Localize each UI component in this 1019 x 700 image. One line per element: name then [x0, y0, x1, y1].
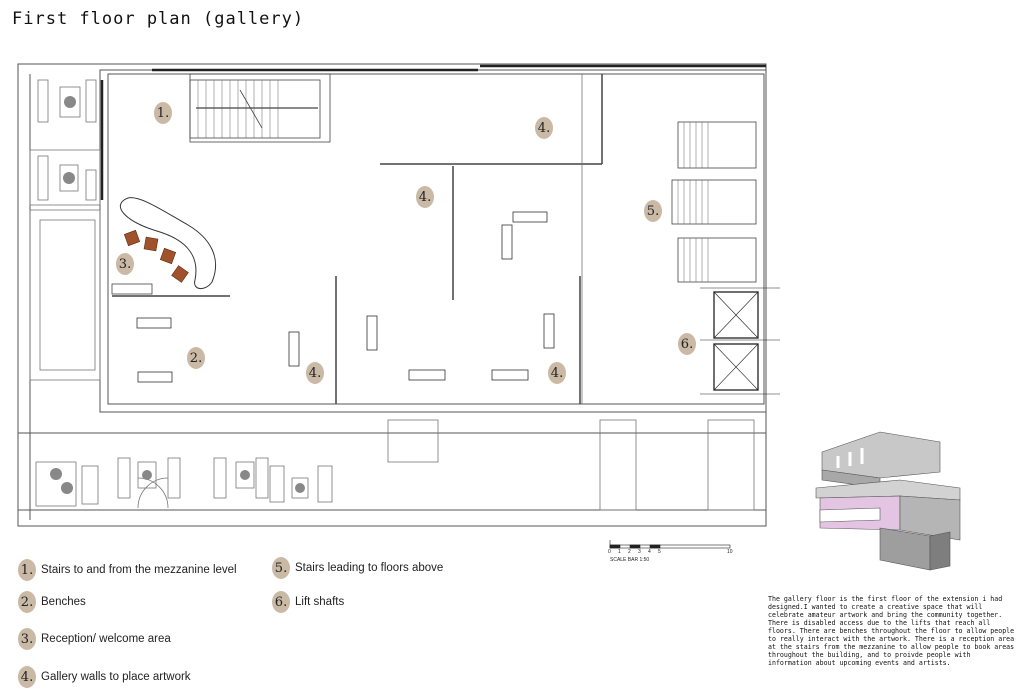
legend-item-3: 3. Reception/ welcome area: [18, 628, 171, 650]
scale-bar-label: SCALE BAR 1:50: [610, 557, 650, 563]
plan-marker-4b: 4.: [416, 186, 439, 208]
window-walls: [100, 64, 766, 200]
scale-tick-10: 10: [727, 549, 733, 555]
scale-tick-1: 1: [618, 549, 621, 555]
stair-mezzanine: [189, 73, 331, 143]
reception-desk: [120, 197, 217, 289]
building-3d-model: [815, 431, 961, 571]
description-text: The gallery floor is the first floor of …: [768, 595, 1015, 667]
lift-shafts: [700, 287, 780, 395]
scale-tick-0: 0: [608, 549, 611, 555]
legend-item-5: 5. Stairs leading to floors above: [272, 557, 443, 579]
plan-marker-1: 1.: [154, 102, 177, 124]
scale-tick-2: 2: [628, 549, 631, 555]
plan-marker-4c: 4.: [306, 362, 329, 384]
benches: [136, 211, 555, 383]
legend-item-4: 4. Gallery walls to place artwork: [18, 666, 191, 688]
plan-marker-2: 2.: [187, 347, 210, 369]
left-rooms: [29, 79, 101, 381]
ground-furniture: [35, 419, 755, 511]
legend-item-1: 1. Stairs to and from the mezzanine leve…: [18, 559, 237, 581]
plan-marker-6: 6.: [678, 333, 701, 355]
stairs-above: [671, 121, 757, 283]
legend-item-2: 2. Benches: [18, 591, 86, 613]
scale-tick-5: 5: [658, 549, 661, 555]
plan-marker-5: 5.: [644, 200, 667, 222]
interior-walls: [112, 74, 603, 404]
scale-tick-3: 3: [638, 549, 641, 555]
scale-tick-4: 4: [648, 549, 651, 555]
legend-item-6: 6. Lift shafts: [272, 591, 344, 613]
outer-walls: [17, 63, 767, 527]
reception-chairs: [123, 229, 189, 283]
page-title: First floor plan (gallery): [12, 9, 305, 29]
plan-marker-3: 3.: [116, 253, 139, 275]
plan-marker-4a: 4.: [535, 117, 558, 139]
plan-marker-4d: 4.: [548, 362, 571, 384]
scale-bar: [609, 540, 731, 549]
